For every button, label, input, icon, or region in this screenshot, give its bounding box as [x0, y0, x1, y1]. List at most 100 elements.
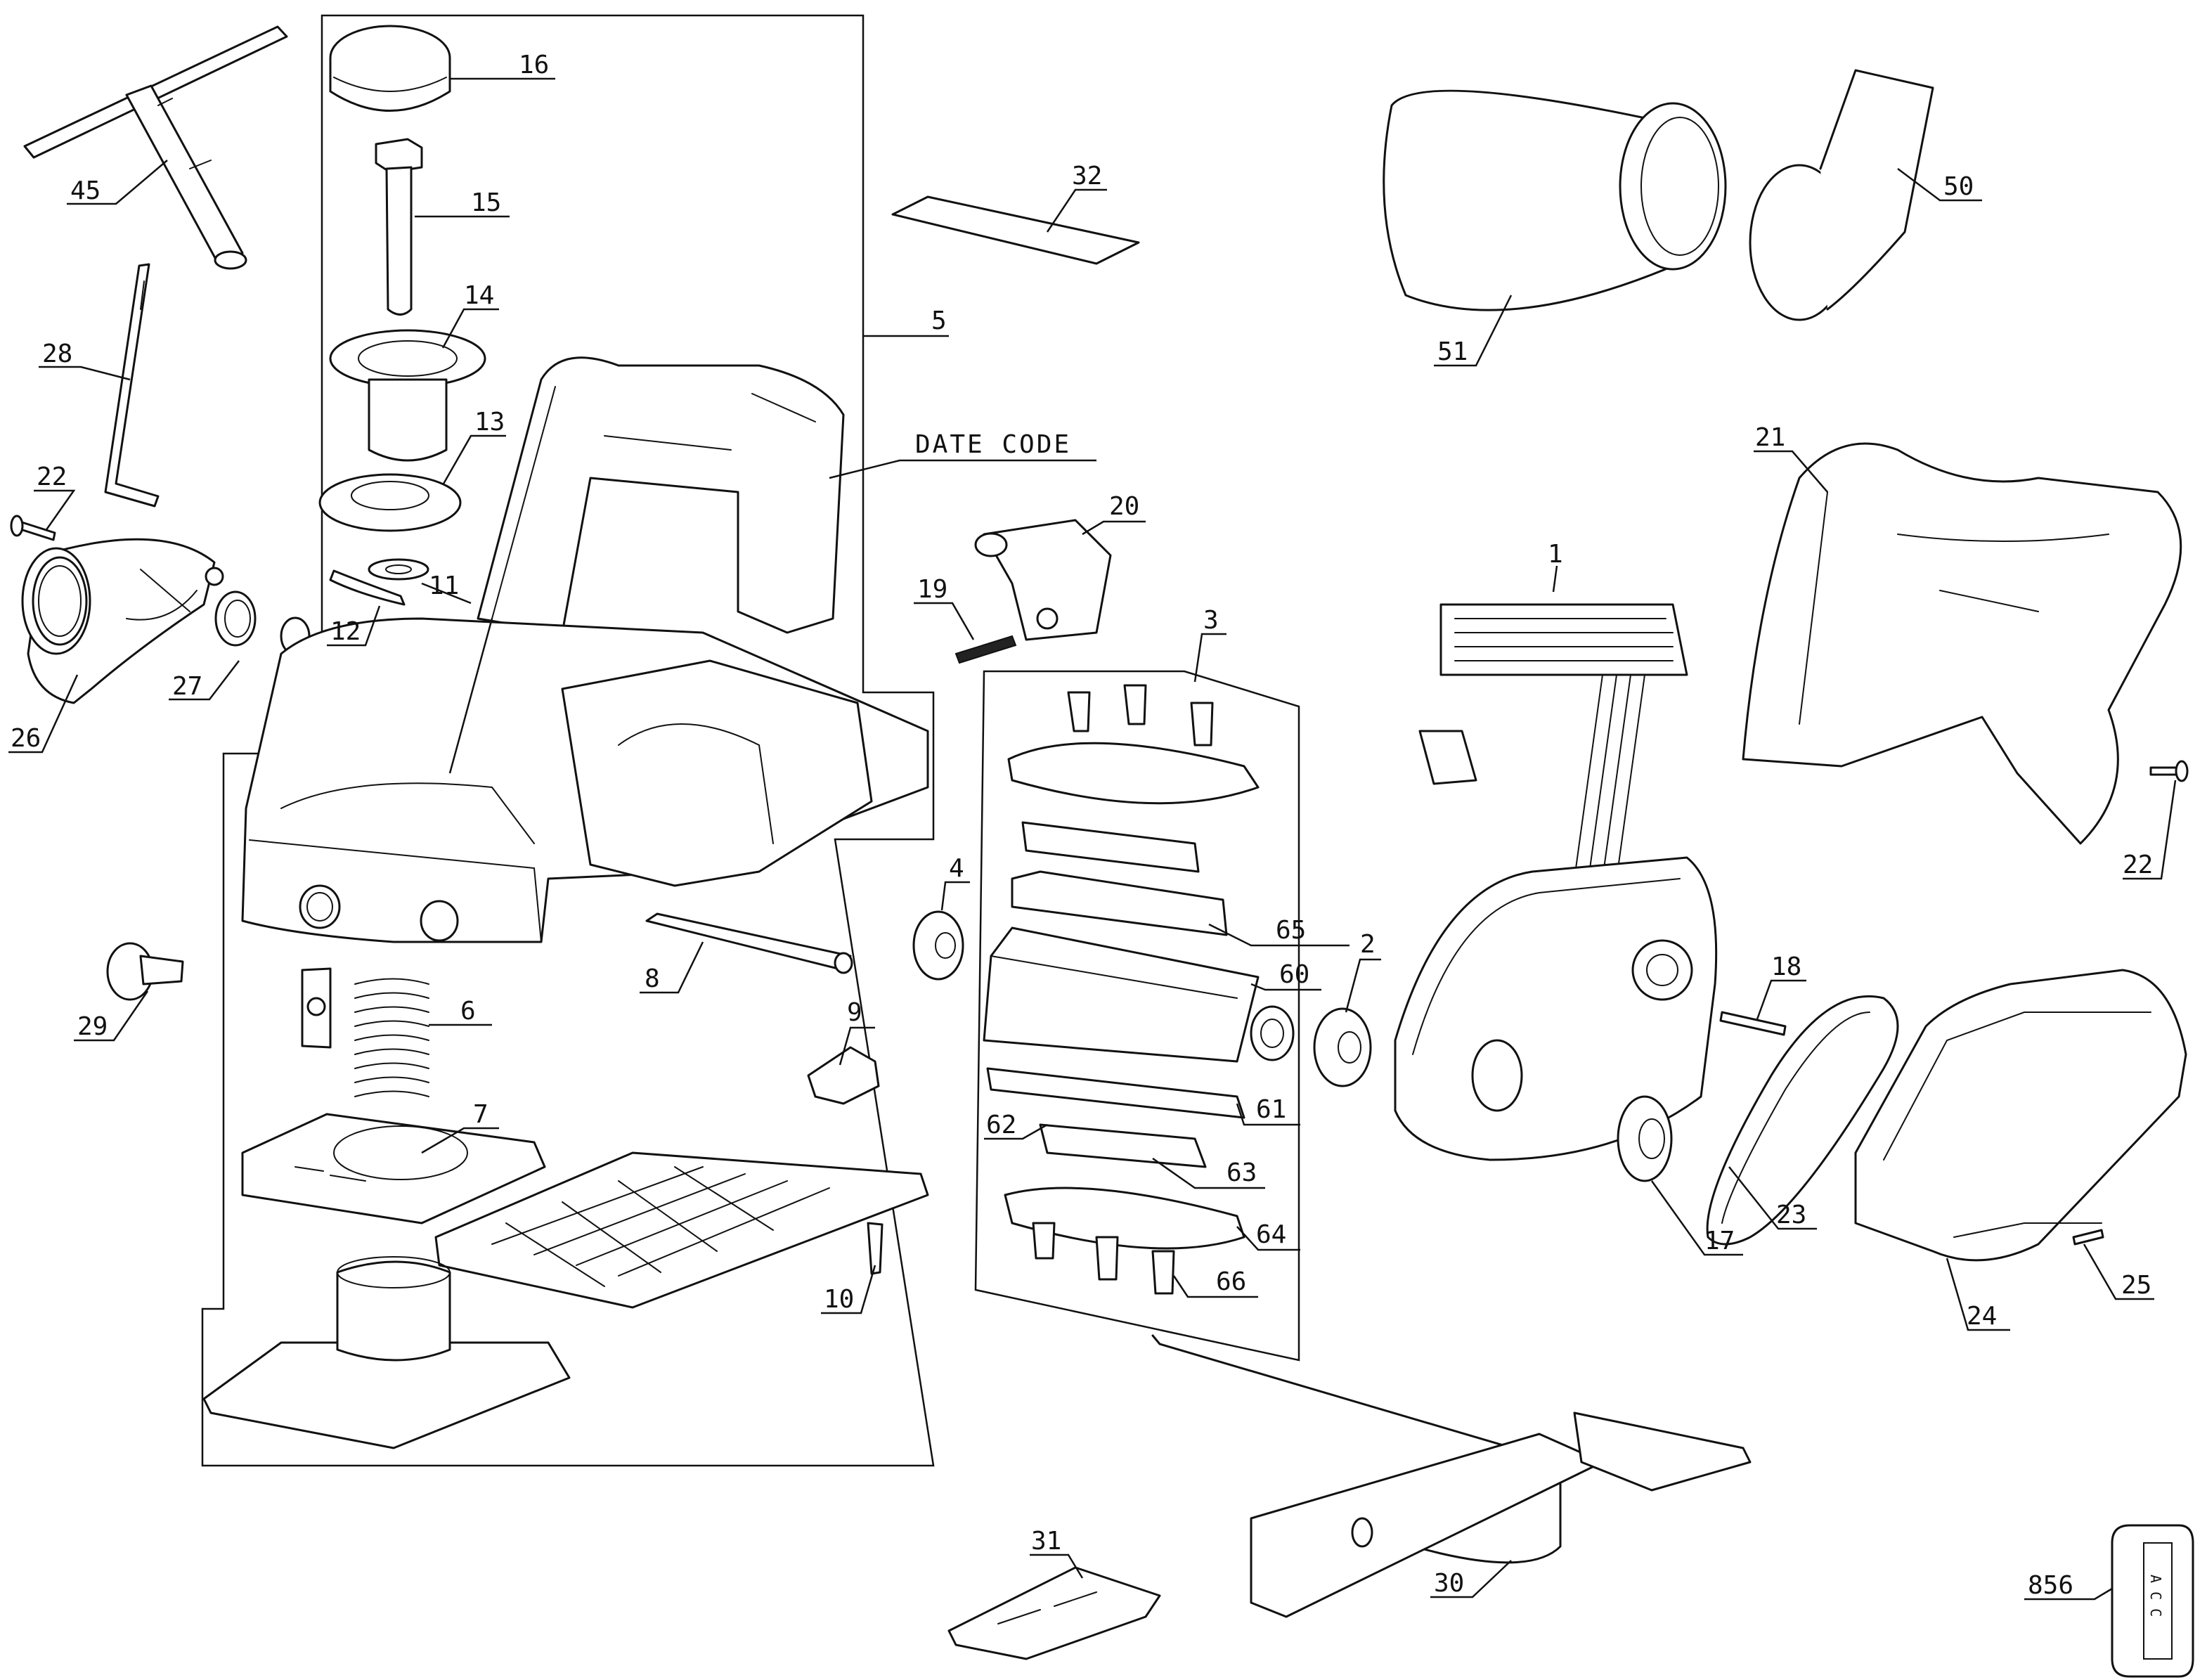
label-part	[891, 195, 1140, 265]
callout-27: 27	[172, 672, 202, 701]
callout-30: 30	[1434, 1569, 1464, 1598]
leader-8	[640, 941, 704, 994]
bearing-adjuster-part	[329, 329, 486, 462]
leader-66	[1172, 1275, 1258, 1298]
screw-part-left	[10, 515, 56, 541]
callout-10: 10	[824, 1285, 854, 1314]
callout-62: 62	[986, 1111, 1016, 1139]
leader-22-left	[34, 489, 76, 531]
callout-22-right: 22	[2123, 851, 2153, 879]
base-shoe-part	[202, 1256, 571, 1449]
callout-66: 66	[1216, 1267, 1246, 1296]
switch-wiring-part	[1418, 603, 1688, 879]
acc-label-plate	[2111, 1524, 2194, 1678]
knob-cap-part	[329, 25, 451, 112]
callout-18: 18	[1771, 952, 1801, 981]
leader-29	[74, 990, 149, 1042]
callout-29: 29	[77, 1012, 108, 1041]
leader-4	[940, 881, 970, 911]
cutter-head-assembly	[983, 684, 1295, 1295]
callout-22-left: 22	[37, 463, 67, 491]
callout-19: 19	[917, 575, 947, 604]
leader-31	[1030, 1553, 1084, 1579]
leader-63	[1152, 1157, 1265, 1189]
leader-9	[839, 1026, 875, 1066]
leader-25	[2083, 1243, 2154, 1300]
callout-25: 25	[2121, 1271, 2151, 1300]
bearing-part-4	[912, 910, 964, 981]
callout-51: 51	[1437, 337, 1468, 366]
main-housing-part	[241, 356, 929, 943]
leader-45	[67, 160, 168, 205]
callout-26: 26	[11, 724, 41, 753]
pulley-part	[1617, 1095, 1673, 1182]
rod-part	[645, 912, 853, 974]
callout-856: 856	[2028, 1571, 2073, 1600]
callout-11: 11	[429, 571, 459, 600]
hex-key-part	[104, 263, 160, 508]
callout-60: 60	[1279, 960, 1309, 989]
callout-32: 32	[1072, 162, 1102, 190]
leader-date-code	[829, 459, 1096, 479]
dust-adapter-part	[21, 538, 224, 704]
leader-17	[1650, 1180, 1743, 1256]
leader-61	[1236, 1103, 1300, 1126]
callout-65: 65	[1276, 916, 1306, 945]
callout-28: 28	[42, 340, 72, 368]
date-code-label: DATE CODE	[915, 430, 1071, 459]
callout-16: 16	[519, 51, 549, 79]
leader-14	[441, 308, 499, 349]
gear-case-part	[1394, 856, 1718, 1161]
belt-cover-part	[1854, 969, 2187, 1262]
screw-part-18	[1719, 1011, 1787, 1036]
leader-3	[1193, 633, 1227, 683]
leader-2	[1345, 958, 1381, 1013]
callout-9: 9	[847, 998, 862, 1027]
callout-45: 45	[70, 176, 101, 205]
leader-12	[327, 605, 381, 647]
leader-13	[441, 434, 506, 486]
callout-6: 6	[460, 997, 476, 1026]
leader-date-code-2	[448, 618, 493, 774]
callout-24: 24	[1967, 1302, 1997, 1331]
knob-part-29	[106, 942, 184, 1001]
latch-part	[807, 1046, 880, 1105]
screw-part-10	[867, 1222, 884, 1275]
latch-bracket-part	[974, 519, 1112, 641]
nozzle-part	[1749, 69, 1934, 321]
screw-part-25	[2072, 1229, 2104, 1246]
callout-8: 8	[645, 964, 660, 993]
parallel-fence-part	[1151, 1334, 1752, 1618]
callout-50: 50	[1943, 172, 1974, 201]
leader-51	[1434, 295, 1513, 367]
callout-15: 15	[471, 188, 501, 217]
guide-block-part	[947, 1566, 1161, 1660]
callout-64: 64	[1256, 1220, 1286, 1249]
leader-65	[1208, 923, 1350, 947]
leader-22-right	[2123, 780, 2177, 880]
callout-31: 31	[1031, 1527, 1061, 1556]
handle-housing-part	[1742, 442, 2182, 845]
callout-4: 4	[949, 854, 964, 883]
socket-wrench-part	[23, 25, 288, 270]
leader-24	[1946, 1258, 2010, 1331]
callout-14: 14	[464, 281, 494, 310]
spring-part	[301, 967, 429, 1097]
small-spring-part	[954, 635, 1017, 664]
washer-part	[368, 558, 429, 581]
dust-canister-part	[1383, 89, 1727, 311]
leader-18	[1756, 979, 1806, 1020]
leader-26	[8, 674, 79, 754]
leader-19	[914, 602, 975, 640]
callout-20: 20	[1109, 492, 1139, 521]
screw-part-right	[2149, 760, 2189, 782]
leader-64	[1236, 1226, 1300, 1251]
grid-plate-part	[434, 1151, 929, 1309]
bolt-part	[375, 138, 423, 316]
bearing-part-2	[1313, 1007, 1372, 1087]
callout-13: 13	[474, 408, 505, 437]
callout-2: 2	[1360, 930, 1376, 959]
leader-32	[1046, 188, 1107, 233]
